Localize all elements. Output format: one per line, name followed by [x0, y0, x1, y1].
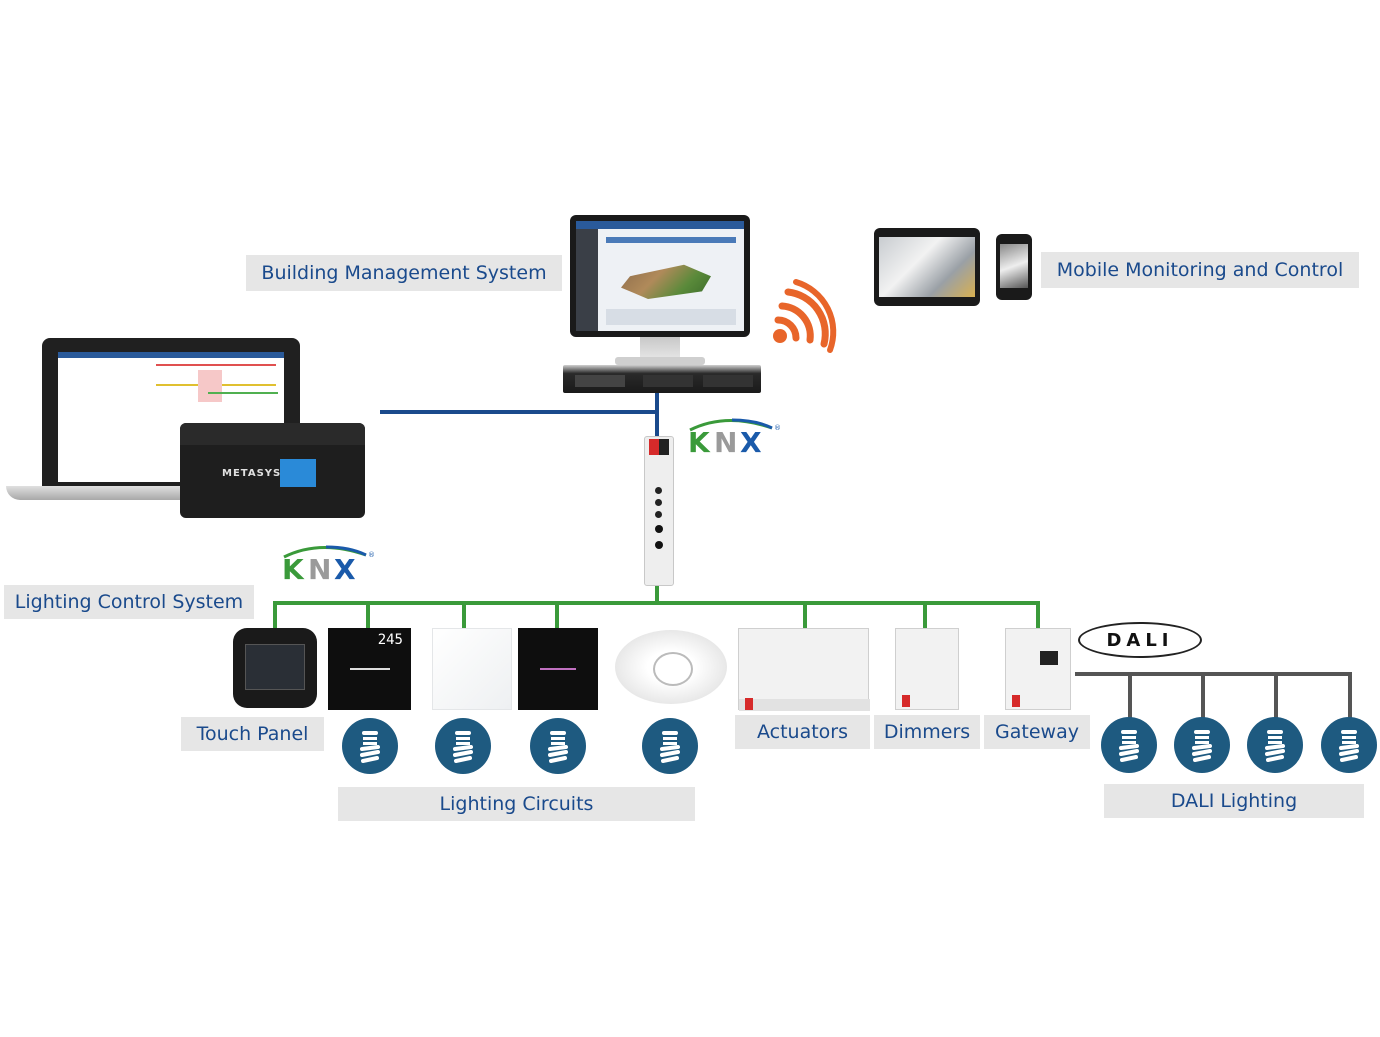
- lightbulb-icon: [530, 718, 586, 774]
- dali-branches: [1128, 672, 1352, 720]
- gateway-module-icon: [1005, 628, 1071, 710]
- phone-icon: [996, 234, 1032, 300]
- dali-logo: DALI: [1078, 622, 1202, 658]
- label-dimmers: Dimmers: [874, 715, 980, 749]
- lightbulb-icon: [435, 718, 491, 774]
- desktop-monitor-icon: [570, 215, 750, 337]
- temperature-display: 245: [377, 632, 403, 648]
- wifi-signal-icon: [773, 279, 837, 353]
- monitor-base: [615, 357, 705, 365]
- label-actuators: Actuators: [735, 715, 870, 749]
- knx-branches: [273, 601, 1040, 630]
- actuator-module-icon: [738, 628, 870, 711]
- knx-logo-left: K N X ®: [280, 545, 376, 586]
- wall-switch-thermostat-icon: 245: [328, 628, 411, 710]
- label-lighting-control-system: Lighting Control System: [4, 585, 254, 619]
- lightbulb-icon: [342, 718, 398, 774]
- metasys-logo: METASYS: [222, 468, 282, 479]
- label-building-management-system: Building Management System: [246, 255, 562, 291]
- controller-screen: [280, 459, 316, 487]
- controller-icon: METASYS: [180, 423, 365, 518]
- lightbulb-icon: [1174, 717, 1230, 773]
- tablet-icon: [874, 228, 980, 306]
- presence-detector-icon: [615, 630, 727, 704]
- touch-panel-icon: [233, 628, 317, 708]
- label-gateway: Gateway: [984, 715, 1090, 749]
- server-rack-icon: [563, 365, 761, 393]
- dimmer-module-icon: [895, 628, 959, 710]
- label-dali-lighting: DALI Lighting: [1104, 784, 1364, 818]
- lightbulb-icon: [642, 718, 698, 774]
- lightbulb-icon: [1101, 717, 1157, 773]
- label-mobile-monitoring: Mobile Monitoring and Control: [1041, 252, 1359, 288]
- lightbulb-icon: [1321, 717, 1377, 773]
- knx-logo-top: K N X ®: [686, 418, 782, 459]
- ip-interface-icon: [644, 436, 674, 586]
- label-touch-panel: Touch Panel: [181, 717, 324, 751]
- lightbulb-icon: [1247, 717, 1303, 773]
- label-lighting-circuits: Lighting Circuits: [338, 787, 695, 821]
- wall-switch-white-icon: [432, 628, 512, 710]
- wall-switch-black-icon: [518, 628, 598, 710]
